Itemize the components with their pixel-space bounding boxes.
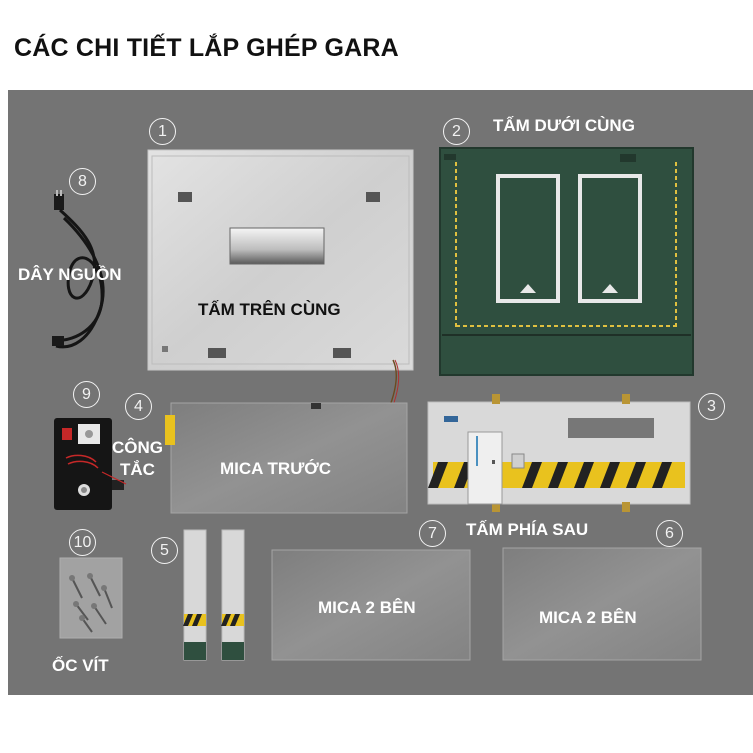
side-mica-left-label: MICA 2 BÊN (318, 598, 416, 617)
top-plate-image (147, 149, 414, 475)
page-title: CÁC CHI TIẾT LẮP GHÉP GARA (14, 34, 399, 62)
part-number-6: 6 (656, 520, 683, 547)
part-number-9: 9 (73, 381, 100, 408)
side-mica-right-image (502, 547, 702, 661)
back-plate-label: TẤM PHÍA SAU (466, 520, 589, 539)
screws-label: ỐC VÍT (52, 656, 109, 675)
screws-image (59, 557, 123, 639)
switch-label: CÔNG TẮC (112, 437, 163, 481)
parts-panel: 1 TẤM TRÊN CÙNG 2 TẤM DƯỚI CÙNG (8, 90, 753, 695)
switch-label-line2: TẮC (120, 460, 155, 479)
part-number-5: 5 (151, 537, 178, 564)
part-number-1: 1 (149, 118, 176, 145)
switch-label-line1: CÔNG (112, 438, 163, 457)
side-pillars-image (183, 529, 245, 661)
front-mica-image (165, 402, 408, 514)
part-number-7: 7 (419, 520, 446, 547)
power-cord-label: DÂY NGUỒN (18, 265, 122, 284)
switch-image (54, 418, 127, 510)
front-mica-label: MICA TRƯỚC (220, 459, 332, 478)
bottom-plate-label: TẤM DƯỚI CÙNG (493, 116, 635, 135)
part-number-2: 2 (443, 118, 470, 145)
back-plate-image (427, 394, 691, 512)
part-number-10: 10 (69, 529, 96, 556)
part-number-4: 4 (125, 393, 152, 420)
part-number-3: 3 (698, 393, 725, 420)
side-mica-left-image (271, 549, 471, 661)
top-plate-label: TẤM TRÊN CÙNG (198, 300, 341, 319)
side-mica-right-label: MICA 2 BÊN (539, 608, 637, 627)
part-number-8: 8 (69, 168, 96, 195)
bottom-plate-image (439, 147, 694, 376)
power-cord-image (52, 190, 105, 349)
